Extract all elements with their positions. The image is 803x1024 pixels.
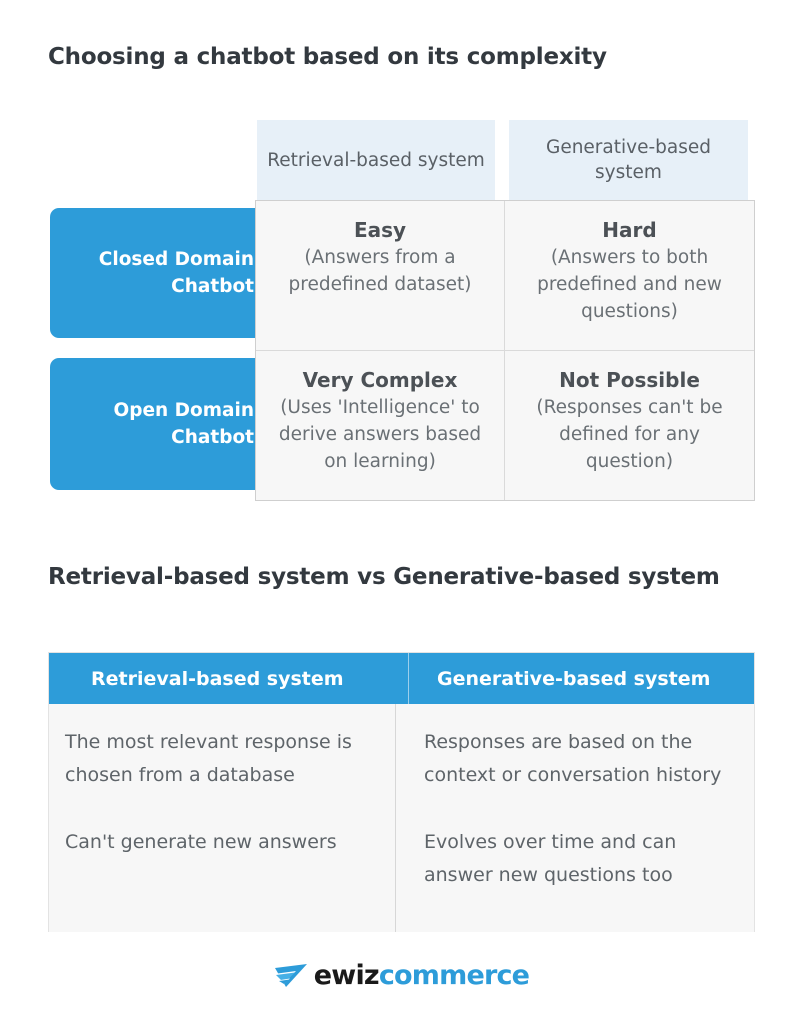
matrix-cell-closed-retrieval: Easy (Answers from a predefined dataset)	[256, 201, 505, 351]
comparison-cell-generative: Responses are based on the context or co…	[395, 704, 754, 932]
logo-text-ewiz: ewiz	[313, 960, 380, 991]
comparison-point: The most relevant response is chosen fro…	[65, 731, 352, 786]
comparison-table: Retrieval-based system Generative-based …	[48, 652, 755, 932]
comparison-point: Evolves over time and can answer new que…	[424, 831, 677, 886]
matrix-cell-closed-generative: Hard (Answers to both predefined and new…	[505, 201, 754, 351]
matrix-grid: Easy (Answers from a predefined dataset)…	[255, 200, 755, 501]
matrix-cell-detail: (Answers to both predefined and new ques…	[537, 247, 722, 322]
matrix-cell-detail: (Responses can't be defined for any ques…	[536, 396, 723, 472]
matrix-cell-verdict: Easy	[353, 218, 407, 242]
comparison-cell-retrieval: The most relevant response is chosen fro…	[49, 704, 395, 932]
comparison-column-header-generative: Generative-based system	[408, 653, 754, 704]
comparison-point: Can't generate new answers	[65, 831, 337, 853]
matrix-cell-detail: (Answers from a predefined dataset)	[288, 247, 472, 295]
matrix-cell-open-generative: Not Possible (Responses can't be defined…	[505, 350, 754, 500]
matrix-cell-verdict: Not Possible	[559, 367, 700, 392]
page-title-complexity: Choosing a chatbot based on its complexi…	[48, 44, 607, 70]
matrix-column-header-retrieval: Retrieval-based system	[257, 120, 495, 200]
arrow-swoosh-icon	[273, 963, 307, 987]
matrix-cell-verdict: Hard	[602, 218, 657, 242]
matrix-cell-verdict: Very Complex	[302, 367, 458, 392]
comparison-header-row: Retrieval-based system Generative-based …	[49, 653, 754, 704]
comparison-point: Responses are based on the context or co…	[424, 731, 722, 786]
logo-text-commerce: commerce	[378, 960, 530, 991]
comparison-column-header-retrieval: Retrieval-based system	[91, 667, 344, 690]
comparison-body-row: The most relevant response is chosen fro…	[49, 704, 754, 932]
matrix-column-header-generative: Generative-based system	[509, 120, 748, 200]
brand-logo: ewiz commerce	[0, 960, 803, 991]
matrix-row-label-open-domain: Open Domain Chatbot	[50, 358, 272, 490]
matrix-row-label-closed-domain: Closed Domain Chatbot	[50, 208, 272, 338]
matrix-cell-detail: (Uses 'Intelligence' to derive answers b…	[278, 396, 482, 472]
matrix-cell-open-retrieval: Very Complex (Uses 'Intelligence' to der…	[256, 350, 505, 500]
page-title-comparison: Retrieval-based system vs Generative-bas…	[48, 564, 720, 590]
